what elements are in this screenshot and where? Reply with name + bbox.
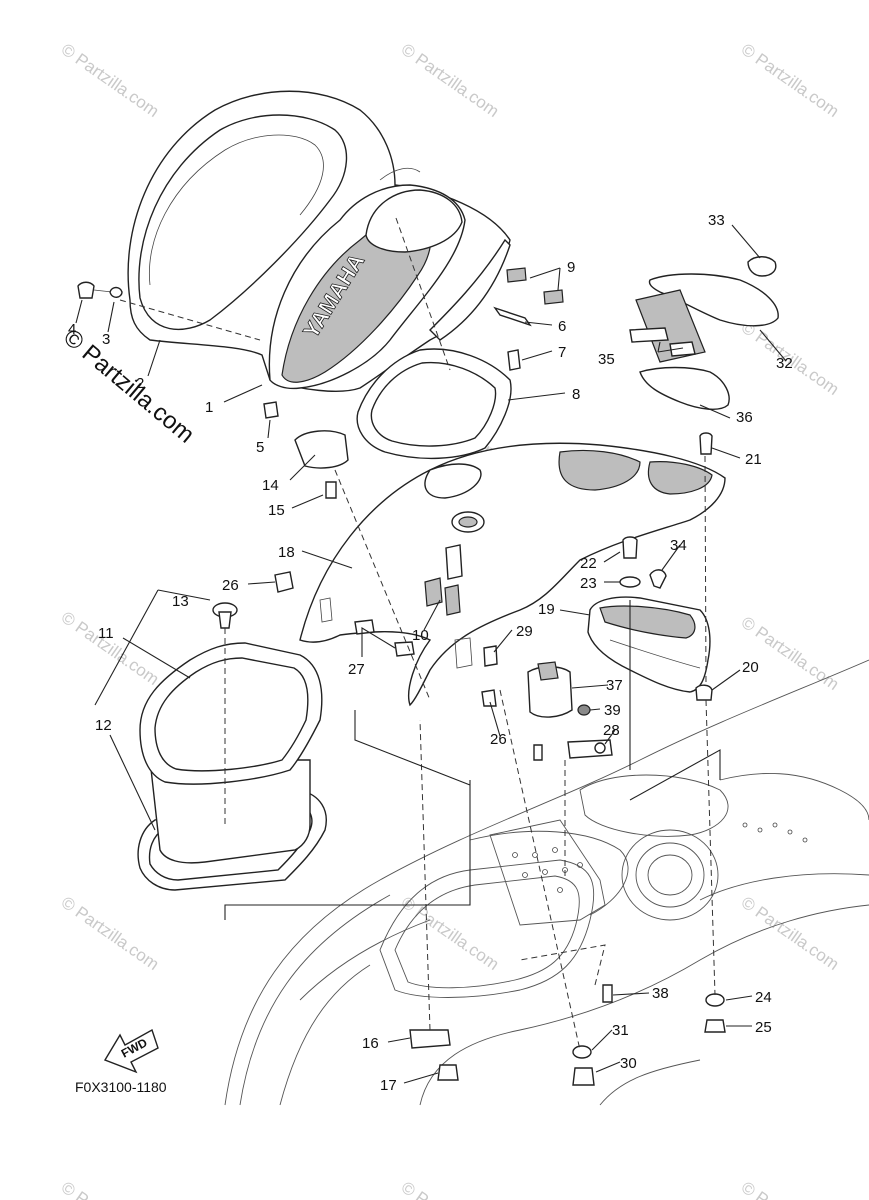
storage-bin: [137, 602, 327, 891]
callout-21: 21: [745, 451, 762, 468]
callout-18: 18: [278, 544, 295, 561]
callout-39: 39: [604, 702, 621, 719]
callout-5: 5: [256, 439, 264, 456]
callout-34: 34: [670, 537, 687, 554]
watermark-tile: © Partzilla.com: [398, 1178, 503, 1200]
callout-12: 12: [95, 717, 112, 734]
callout-13: 13: [172, 593, 189, 610]
callout-14: 14: [262, 477, 279, 494]
fwd-arrow: FWD: [103, 1028, 159, 1074]
callout-23: 23: [580, 575, 597, 592]
callout-19: 19: [538, 601, 555, 618]
hood-seal: [356, 348, 512, 460]
callout-20: 20: [742, 659, 759, 676]
callout-8: 8: [572, 386, 580, 403]
watermark-tile: © Partzilla.com: [58, 40, 163, 121]
callout-17: 17: [380, 1077, 397, 1094]
callout-37: 37: [606, 677, 623, 694]
deck-cover: [299, 442, 726, 707]
callout-10: 10: [412, 627, 429, 644]
watermark-tile: © Partzilla.com: [58, 893, 163, 974]
diagram-code: F0X3100-1180: [75, 1079, 167, 1095]
callout-30: 30: [620, 1055, 637, 1072]
hood-assembly: YAMAHA: [127, 90, 511, 392]
watermark-tile: © Partzilla.com: [738, 1178, 843, 1200]
callout-6: 6: [558, 318, 566, 335]
callout-27: 27: [348, 661, 365, 678]
callout-9: 9: [567, 259, 575, 276]
small-parts: [77, 267, 726, 1086]
callout-15: 15: [268, 502, 285, 519]
assembly-lines: [119, 217, 721, 1051]
callout-26b: 26: [490, 731, 507, 748]
hull-deck: [224, 659, 869, 1106]
leader-lines: [75, 224, 787, 1084]
callout-3: 3: [102, 331, 110, 348]
callout-32: 32: [776, 355, 793, 372]
watermark-tile: © Partzilla.com: [58, 1178, 163, 1200]
callout-26a: 26: [222, 577, 239, 594]
callout-16: 16: [362, 1035, 379, 1052]
callout-7: 7: [558, 344, 566, 361]
callout-2: 2: [136, 375, 144, 392]
callout-36: 36: [736, 409, 753, 426]
watermark-tile: © Partzilla.com: [738, 40, 843, 121]
callout-35: 35: [598, 351, 615, 368]
callout-29: 29: [516, 623, 533, 640]
callout-24: 24: [755, 989, 772, 1006]
callout-11: 11: [98, 625, 114, 642]
callout-31: 31: [612, 1022, 629, 1039]
callout-22: 22: [580, 555, 597, 572]
callout-labels: 1 2 3 4 5 6 7 8 9 10 11 12 13 14 15 16 1…: [68, 212, 793, 1094]
glove-box: [587, 596, 711, 693]
callout-1: 1: [205, 399, 213, 416]
glove-lid: [629, 256, 779, 410]
callout-25: 25: [755, 1019, 772, 1036]
callout-4: 4: [68, 321, 76, 338]
callout-38: 38: [652, 985, 669, 1002]
callout-33: 33: [708, 212, 725, 229]
callout-28: 28: [603, 722, 620, 739]
watermark-tile: © Partzilla.com: [738, 613, 843, 694]
watermark-tile: © Partzilla.com: [398, 40, 503, 121]
